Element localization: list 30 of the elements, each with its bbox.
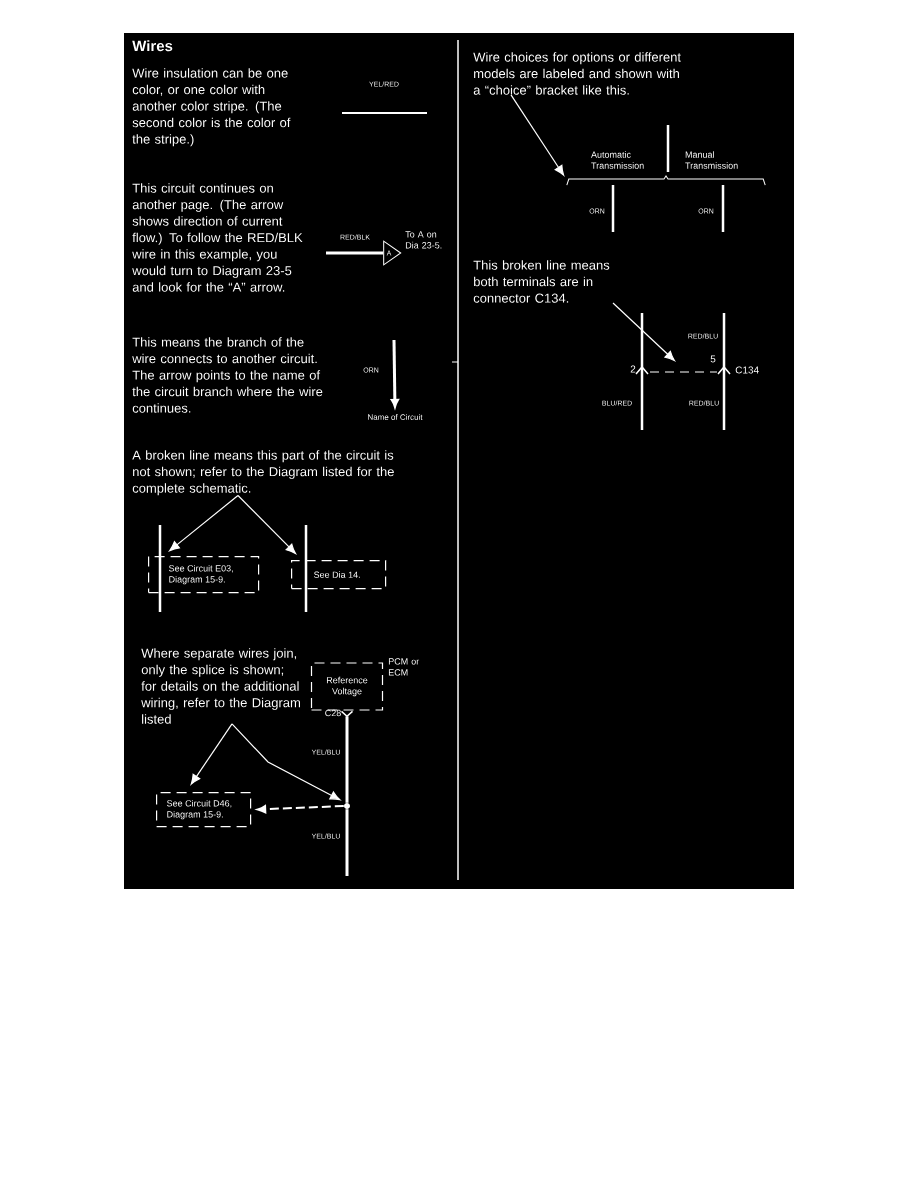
terminal-number: 5 <box>710 355 716 363</box>
connector-label: C28 <box>325 709 341 717</box>
callout-text: Wire choices for options or different models are labeled and shown with a “choice” bracket like this. <box>473 52 681 95</box>
arrow <box>237 494 297 554</box>
paragraph: This means the branch of the wire connects to another circuit. The arrow points to the name of the circuit branch where the wire continues. <box>132 337 323 413</box>
reference-box: See Circuit D46, Diagram 15-9. <box>156 792 252 828</box>
paragraph: Wire insulation can be one color, or one color with another color stripe. (The second color is the color of the stripe.) <box>132 68 291 147</box>
wire <box>390 339 399 408</box>
terminal-number: 2 <box>630 365 636 373</box>
arrow <box>169 494 239 552</box>
reference-box: See Dia 14. <box>291 560 387 590</box>
arrow <box>190 723 233 785</box>
arrow <box>510 94 565 176</box>
wire <box>340 710 354 803</box>
paragraph: This circuit continues on another page. (The arrow shows direction of current flow.) To follow the RED/BLK wire in this example, you would turn to Diagram 23-5 and look for the “A” arrow. <box>132 183 303 292</box>
reference-box: See Circuit E03, Diagram 15-9. <box>148 556 260 594</box>
connector-label: C134 <box>735 366 759 374</box>
module-label: PCM or ECM <box>388 658 420 676</box>
callout-text: A broken line means this part of the circuit is not shown; refer to the Diagram listed for the complete schematic. <box>132 450 394 496</box>
title: Wires <box>132 40 173 52</box>
arrow <box>231 723 341 801</box>
callout-text: This broken line means both terminals are in connector C134. <box>473 260 610 303</box>
circuit-name: Name of Circuit <box>368 414 423 420</box>
choice-bracket <box>566 175 766 186</box>
arrow <box>612 302 675 362</box>
wire <box>345 809 349 876</box>
destination-label: To A on Dia 23-5. <box>405 231 442 249</box>
arrow <box>256 805 345 814</box>
callout-text: Where separate wires join, only the splice is shown; for details on the additional wiring, refer to the Diagram listed <box>141 648 300 724</box>
wire <box>326 251 384 255</box>
